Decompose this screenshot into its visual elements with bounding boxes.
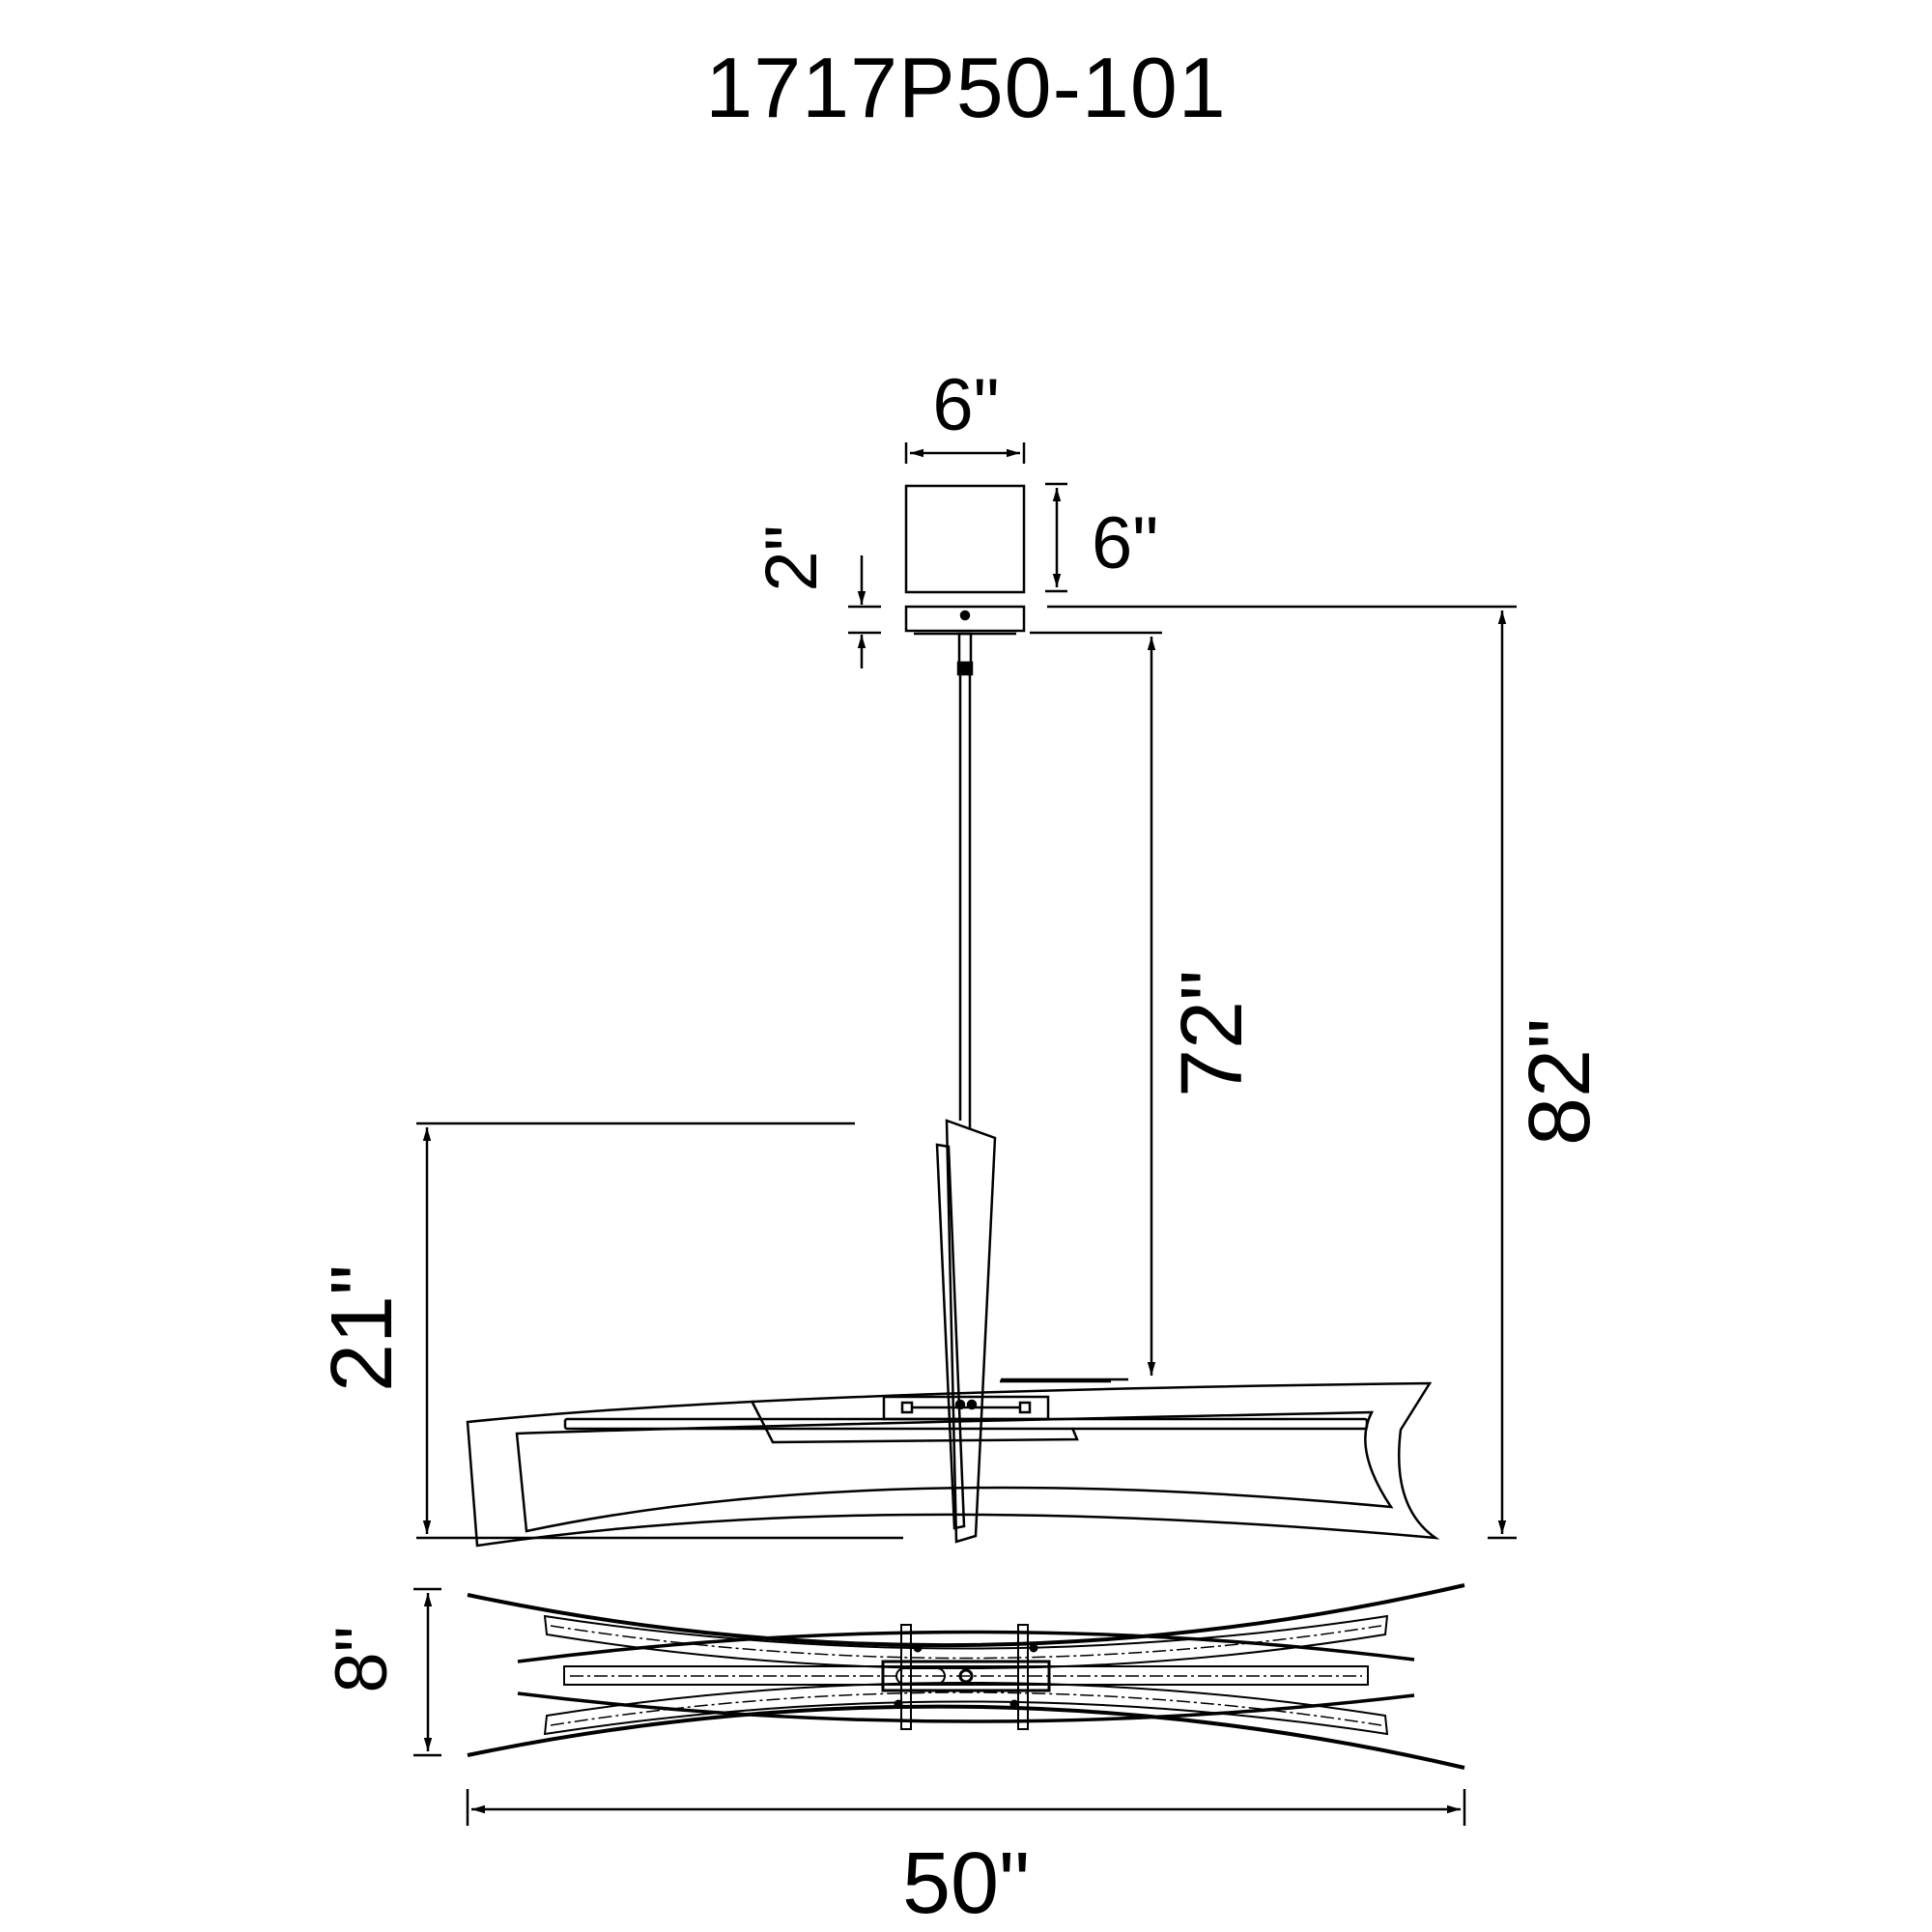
canopy-width-label: 6" (932, 364, 999, 446)
suspension-rod (956, 632, 974, 1128)
model-number-title: 1717P50-101 (705, 40, 1227, 135)
fixture-depth-label: 8" (321, 1626, 403, 1692)
fixture-height-label: 21" (314, 1264, 411, 1392)
fixture-top-view (467, 1583, 1465, 1770)
overall-height-label: 82" (1512, 1018, 1608, 1146)
rod-length-label: 72" (1164, 970, 1261, 1097)
canopy-height-label: 6" (1092, 502, 1158, 584)
canopy (904, 484, 1026, 636)
fixture-width-label: 50" (902, 1835, 1030, 1932)
dimension-lines (413, 442, 1517, 1826)
fixture-side-view (466, 1119, 1440, 1548)
base-plate-height-label: 2" (751, 525, 833, 591)
